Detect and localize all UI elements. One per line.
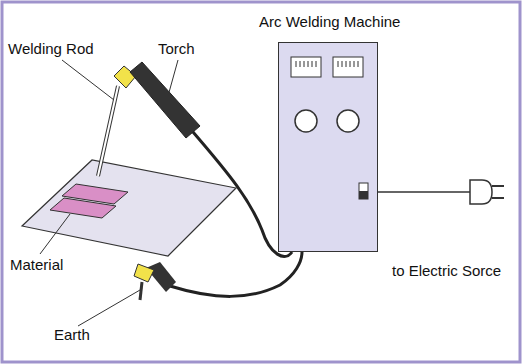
power-cord xyxy=(378,191,470,193)
meter xyxy=(333,57,363,77)
part-label: to Electric Sorce xyxy=(392,262,501,279)
plug-prong xyxy=(492,185,504,187)
plug-prong xyxy=(492,197,504,199)
meter-tick xyxy=(358,61,359,67)
meter-tick xyxy=(354,61,355,67)
earth-clamp-jaw xyxy=(134,264,154,282)
part-label: Welding Rod xyxy=(8,40,94,57)
switch-lever xyxy=(359,191,368,199)
switch xyxy=(359,183,368,199)
base-plate xyxy=(22,160,236,256)
part-label: Torch xyxy=(158,40,195,57)
earth-cable xyxy=(170,252,302,296)
part-label: Material xyxy=(10,256,63,273)
leader-line xyxy=(62,60,114,100)
welding-rod xyxy=(98,86,118,176)
knob xyxy=(337,110,359,132)
torch-handle xyxy=(130,62,200,138)
meter-tick xyxy=(296,61,297,67)
leader-line xyxy=(40,214,70,254)
machine-title: Arc Welding Machine xyxy=(259,13,400,30)
machine-panel xyxy=(279,43,376,250)
meter-tick xyxy=(342,61,343,67)
meter-tick xyxy=(316,61,317,67)
knob xyxy=(295,110,317,132)
welding-rod xyxy=(98,86,118,176)
meter-tick xyxy=(304,61,305,67)
part-label: Earth xyxy=(54,326,90,343)
leader-line xyxy=(168,60,178,96)
meter-tick xyxy=(338,61,339,67)
meter-tick xyxy=(350,61,351,67)
plug xyxy=(470,180,492,204)
material-piece xyxy=(50,198,116,218)
meter-tick xyxy=(308,61,309,67)
meter xyxy=(291,57,321,77)
meter-tick xyxy=(346,61,347,67)
welding-machine-box: Arc Welding Machine xyxy=(278,42,378,252)
earth-clamp-jaw xyxy=(140,282,142,300)
meter-tick xyxy=(312,61,313,67)
meter-tick xyxy=(300,61,301,67)
leader-line xyxy=(78,290,140,326)
